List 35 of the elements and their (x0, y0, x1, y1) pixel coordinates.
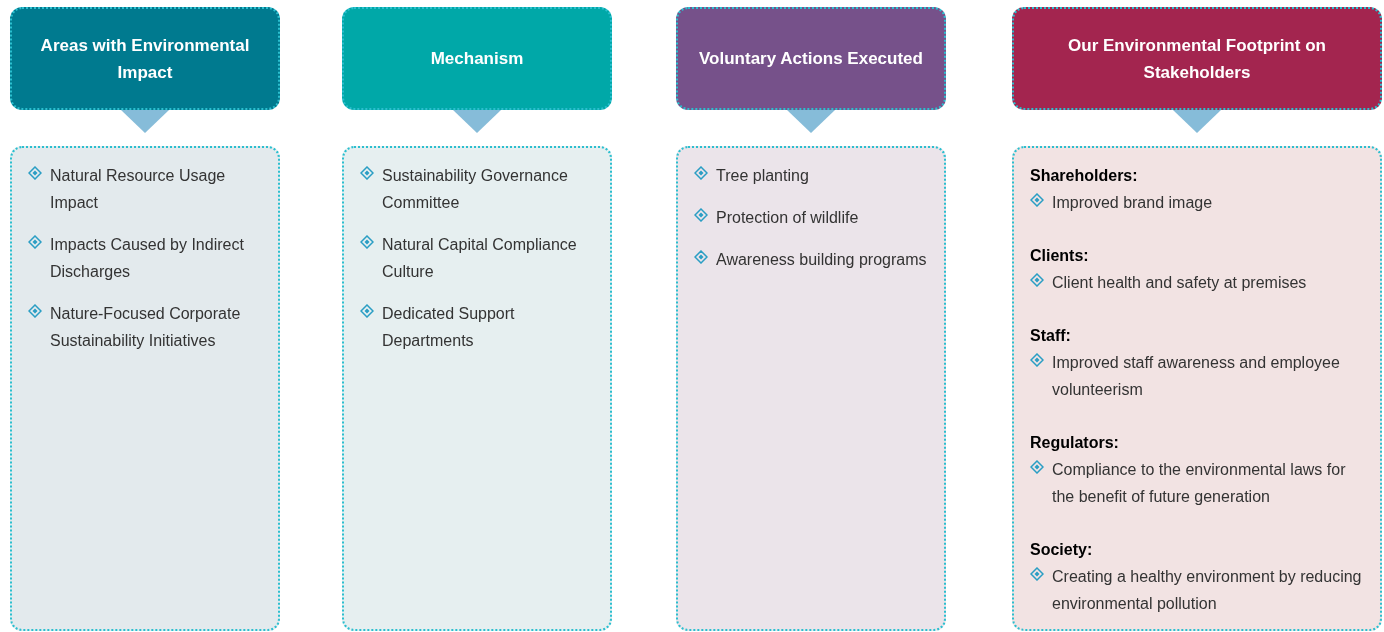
bullet-text: Tree planting (716, 166, 809, 186)
bullet-text: Protection of wildlife (716, 208, 859, 228)
content-panel (1012, 146, 1382, 631)
group-heading: Staff: (1030, 326, 1072, 346)
bullet-text: Compliance to the environmental laws for the benefit of future generation (1052, 460, 1347, 507)
header-box (10, 7, 280, 110)
bullet-text: Nature-Focused Corporate Sustainability Initiatives (50, 304, 242, 351)
bullet-text: Natural Resource Usage Impact (50, 166, 227, 213)
bullet-text: Natural Capital Compliance Culture (382, 235, 578, 282)
bullet-text: Improved brand image (1052, 193, 1213, 213)
bullet-text: Client health and safety at premises (1052, 273, 1307, 293)
header-title: Areas with Environmental Impact (39, 34, 251, 84)
content-panel (676, 146, 946, 631)
bullet-text: Sustainability Governance Committee (382, 166, 569, 213)
pointer-arrow (1173, 110, 1221, 133)
bullet-text: Awareness building programs (716, 250, 927, 270)
pointer-arrow (121, 110, 169, 133)
pointer-arrow (787, 110, 835, 133)
content-panel (10, 146, 280, 631)
header-box (342, 7, 612, 110)
group-heading: Clients: (1030, 246, 1090, 266)
header-title: Mechanism (430, 48, 524, 70)
header-box (676, 7, 946, 110)
bullet-text: Impacts Caused by Indirect Discharges (50, 235, 245, 282)
header-box (1012, 7, 1382, 110)
group-heading: Society: (1030, 540, 1094, 560)
bullet-text: Dedicated Support Departments (382, 304, 516, 351)
content-panel (342, 146, 612, 631)
bullet-text: Creating a healthy environment by reducing environmental pollution (1052, 567, 1363, 614)
bullet-text: Improved staff awareness and employee volunteerism (1052, 353, 1341, 400)
group-heading: Shareholders: (1030, 166, 1139, 186)
header-title: Our Environmental Footprint on Stakeholders (1067, 34, 1327, 84)
header-title: Voluntary Actions Executed (699, 48, 923, 70)
pointer-arrow (453, 110, 501, 133)
group-heading: Regulators: (1030, 433, 1120, 453)
